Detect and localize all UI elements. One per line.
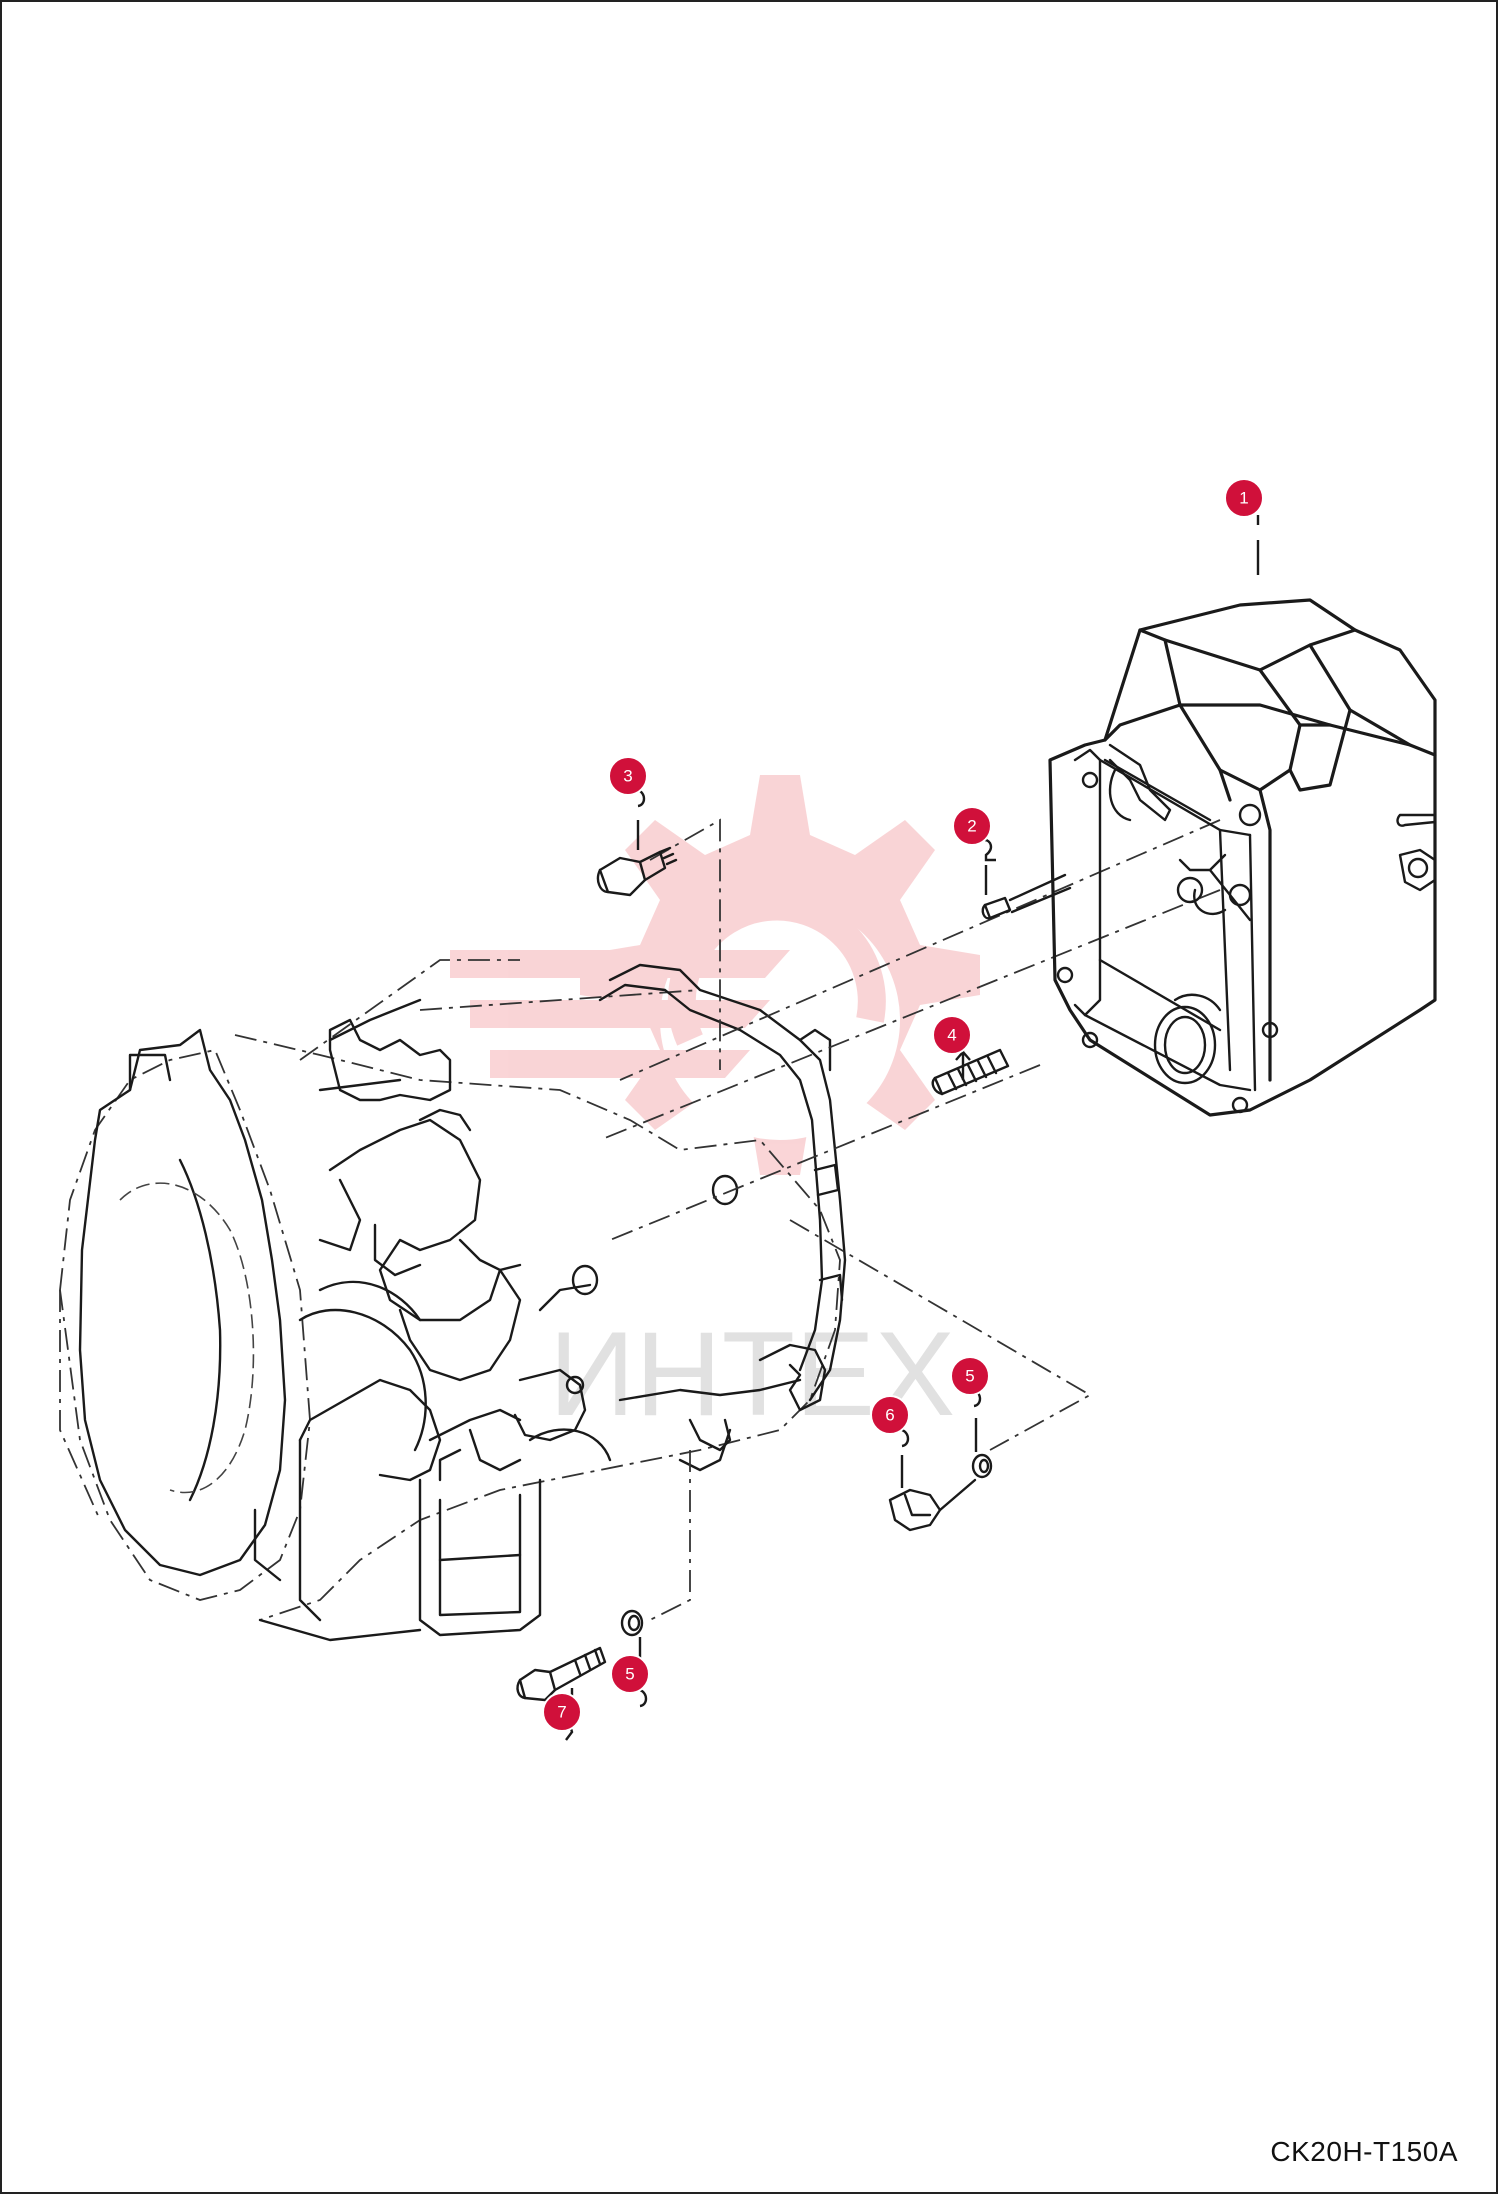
svg-text:5: 5 (625, 1665, 634, 1684)
callout-5-upper[interactable]: 5 (950, 1356, 990, 1396)
callout-5-lower[interactable]: 5 (610, 1654, 650, 1694)
svg-text:7: 7 (557, 1703, 566, 1722)
part-7-bolt (516, 1646, 607, 1702)
assembly-guide-lines (599, 818, 1221, 1621)
svg-text:4: 4 (947, 1026, 956, 1045)
callout-6[interactable]: 6 (870, 1395, 910, 1435)
drawing-code: CK20H-T150A (1270, 2136, 1458, 2167)
svg-text:5: 5 (965, 1367, 974, 1386)
part-3-bolt (596, 846, 678, 897)
part-5-washer-lower (620, 1609, 644, 1637)
svg-text:1: 1 (1239, 489, 1248, 508)
callout-2[interactable]: 2 (952, 806, 992, 846)
callout-4[interactable]: 4 (932, 1015, 972, 1055)
svg-text:3: 3 (623, 767, 632, 786)
callout-3[interactable]: 3 (608, 756, 648, 796)
callout-7[interactable]: 7 (542, 1692, 582, 1732)
part-4-stud (931, 1048, 1010, 1096)
callout-leaders (565, 515, 1260, 1741)
part-1-rear-housing (1048, 598, 1437, 1117)
svg-text:2: 2 (967, 817, 976, 836)
part-5-washer-upper (971, 1453, 993, 1479)
part-6-nut (888, 1478, 977, 1532)
svg-text:6: 6 (885, 1406, 894, 1425)
callout-1[interactable]: 1 (1224, 478, 1264, 518)
part-2-dowel-pin (981, 873, 1072, 920)
transmission-housing-phantom (59, 959, 847, 1642)
watermark-gear-logo (450, 775, 980, 1175)
